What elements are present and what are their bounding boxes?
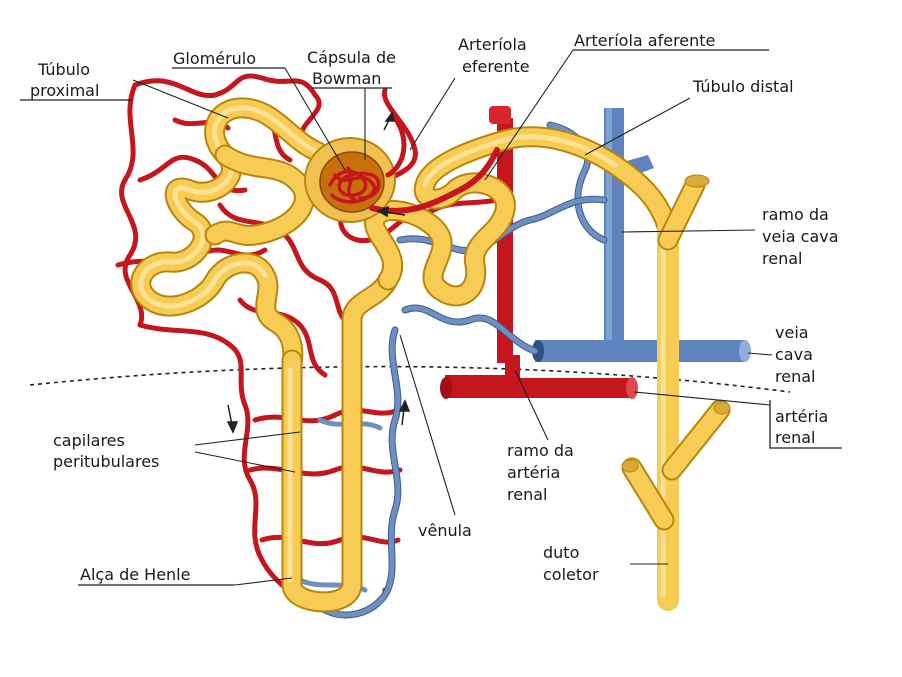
label-ramo-arteria-1: ramo da	[507, 441, 574, 460]
label-veia-cava-1: veia	[775, 323, 809, 342]
diagram-labels: Túbulo proximal Glomérulo Cápsula de Bow…	[30, 31, 839, 584]
renal-artery-system	[427, 106, 638, 399]
label-duto-1: duto	[543, 543, 579, 562]
label-arteriola-eferente-1: Arteríola	[458, 35, 527, 54]
label-capsula-2: Bowman	[312, 69, 381, 88]
efferent-arteriole	[385, 115, 407, 178]
cortex-boundary-line	[29, 365, 791, 393]
flow-arrows	[226, 111, 411, 434]
label-ramo-veia-1: ramo da	[762, 205, 829, 224]
label-arteriola-eferente-2: eferente	[462, 57, 530, 76]
label-tubulo-distal: Túbulo distal	[692, 77, 794, 96]
label-tubulo-proximal-2: proximal	[30, 81, 99, 100]
label-arteria-renal-1: artéria	[775, 407, 828, 426]
label-arteriola-aferente: Arteríola aferente	[574, 31, 715, 50]
label-capilares-2: peritubulares	[53, 452, 159, 471]
label-ramo-veia-2: veia cava	[762, 227, 839, 246]
label-venula: vênula	[418, 521, 472, 540]
label-veia-cava-3: renal	[775, 367, 815, 386]
label-duto-2: coletor	[543, 565, 599, 584]
label-veia-cava-2: cava	[775, 345, 813, 364]
leader-lines	[20, 49, 842, 586]
label-capsula-1: Cápsula de	[307, 48, 396, 67]
afferent-arteriole	[369, 147, 500, 214]
renal-tubule	[130, 97, 731, 613]
label-arteria-renal-2: renal	[775, 428, 815, 447]
label-ramo-arteria-2: artéria	[507, 463, 560, 482]
label-tubulo-proximal-1: Túbulo	[37, 60, 90, 79]
label-glomerulo: Glomérulo	[173, 49, 256, 68]
label-capilares-1: capilares	[53, 431, 125, 450]
glomerulus	[328, 166, 381, 204]
label-ramo-arteria-3: renal	[507, 485, 547, 504]
label-ramo-veia-3: renal	[762, 249, 802, 268]
label-alca-henle: Alça de Henle	[80, 565, 190, 584]
